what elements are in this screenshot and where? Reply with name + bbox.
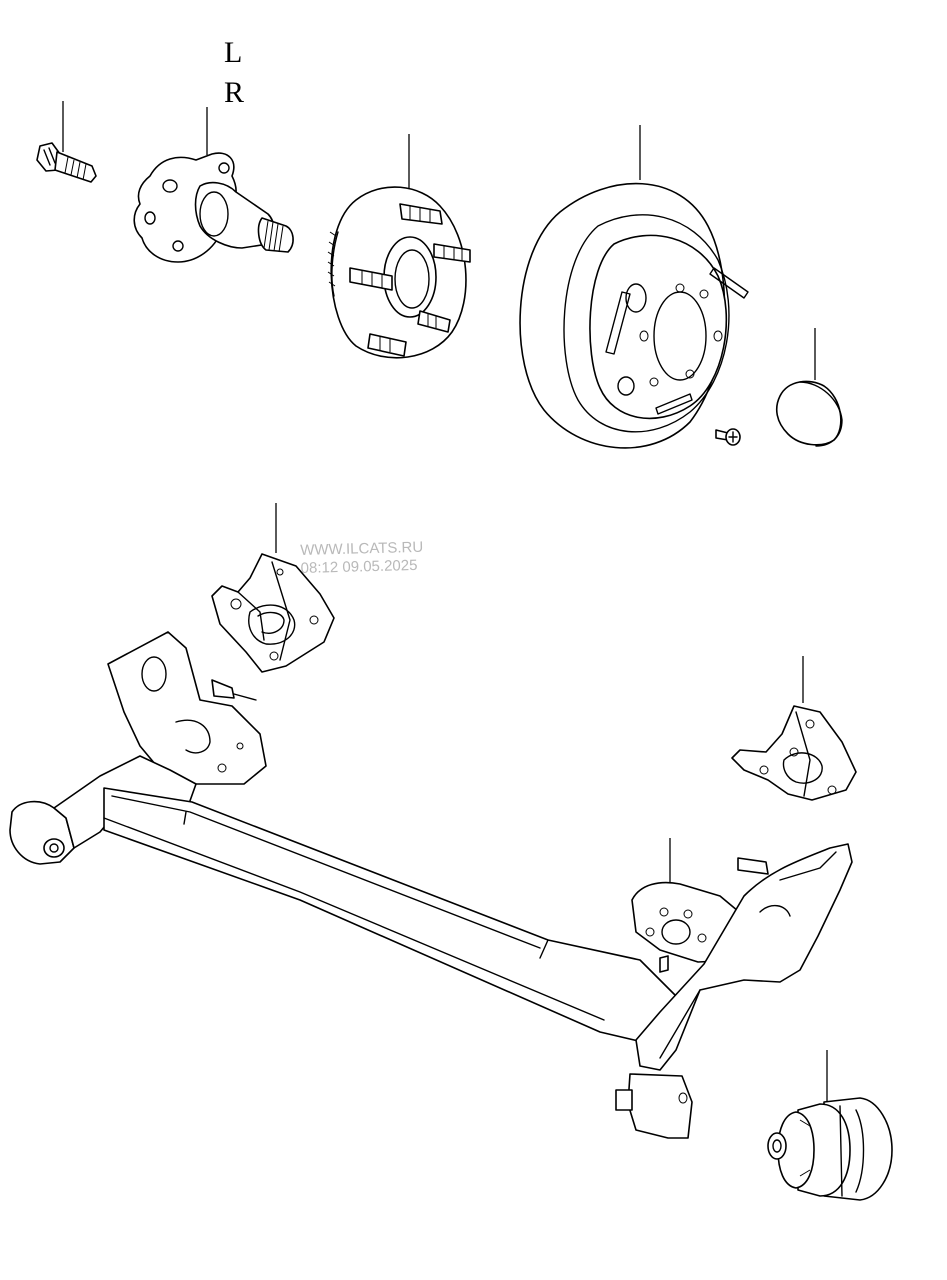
watermark-timestamp: 08:12 09.05.2025 — [300, 556, 418, 577]
axle-bushing — [767, 1097, 893, 1201]
mount-bracket-right — [731, 705, 857, 801]
spindle — [133, 152, 294, 263]
label-right-side: R — [224, 76, 245, 109]
hub-assembly — [327, 186, 471, 359]
hub-cap — [775, 380, 843, 447]
rear-axle-beam — [9, 631, 853, 1139]
brake-disc — [519, 182, 749, 449]
watermark: WWW.ILCATS.RU 08:12 09.05.2025 — [300, 539, 424, 578]
wheel-bolt — [36, 142, 97, 183]
disc-screw — [715, 428, 741, 446]
mount-bracket-left — [211, 553, 335, 673]
label-left-side: L — [224, 36, 243, 69]
